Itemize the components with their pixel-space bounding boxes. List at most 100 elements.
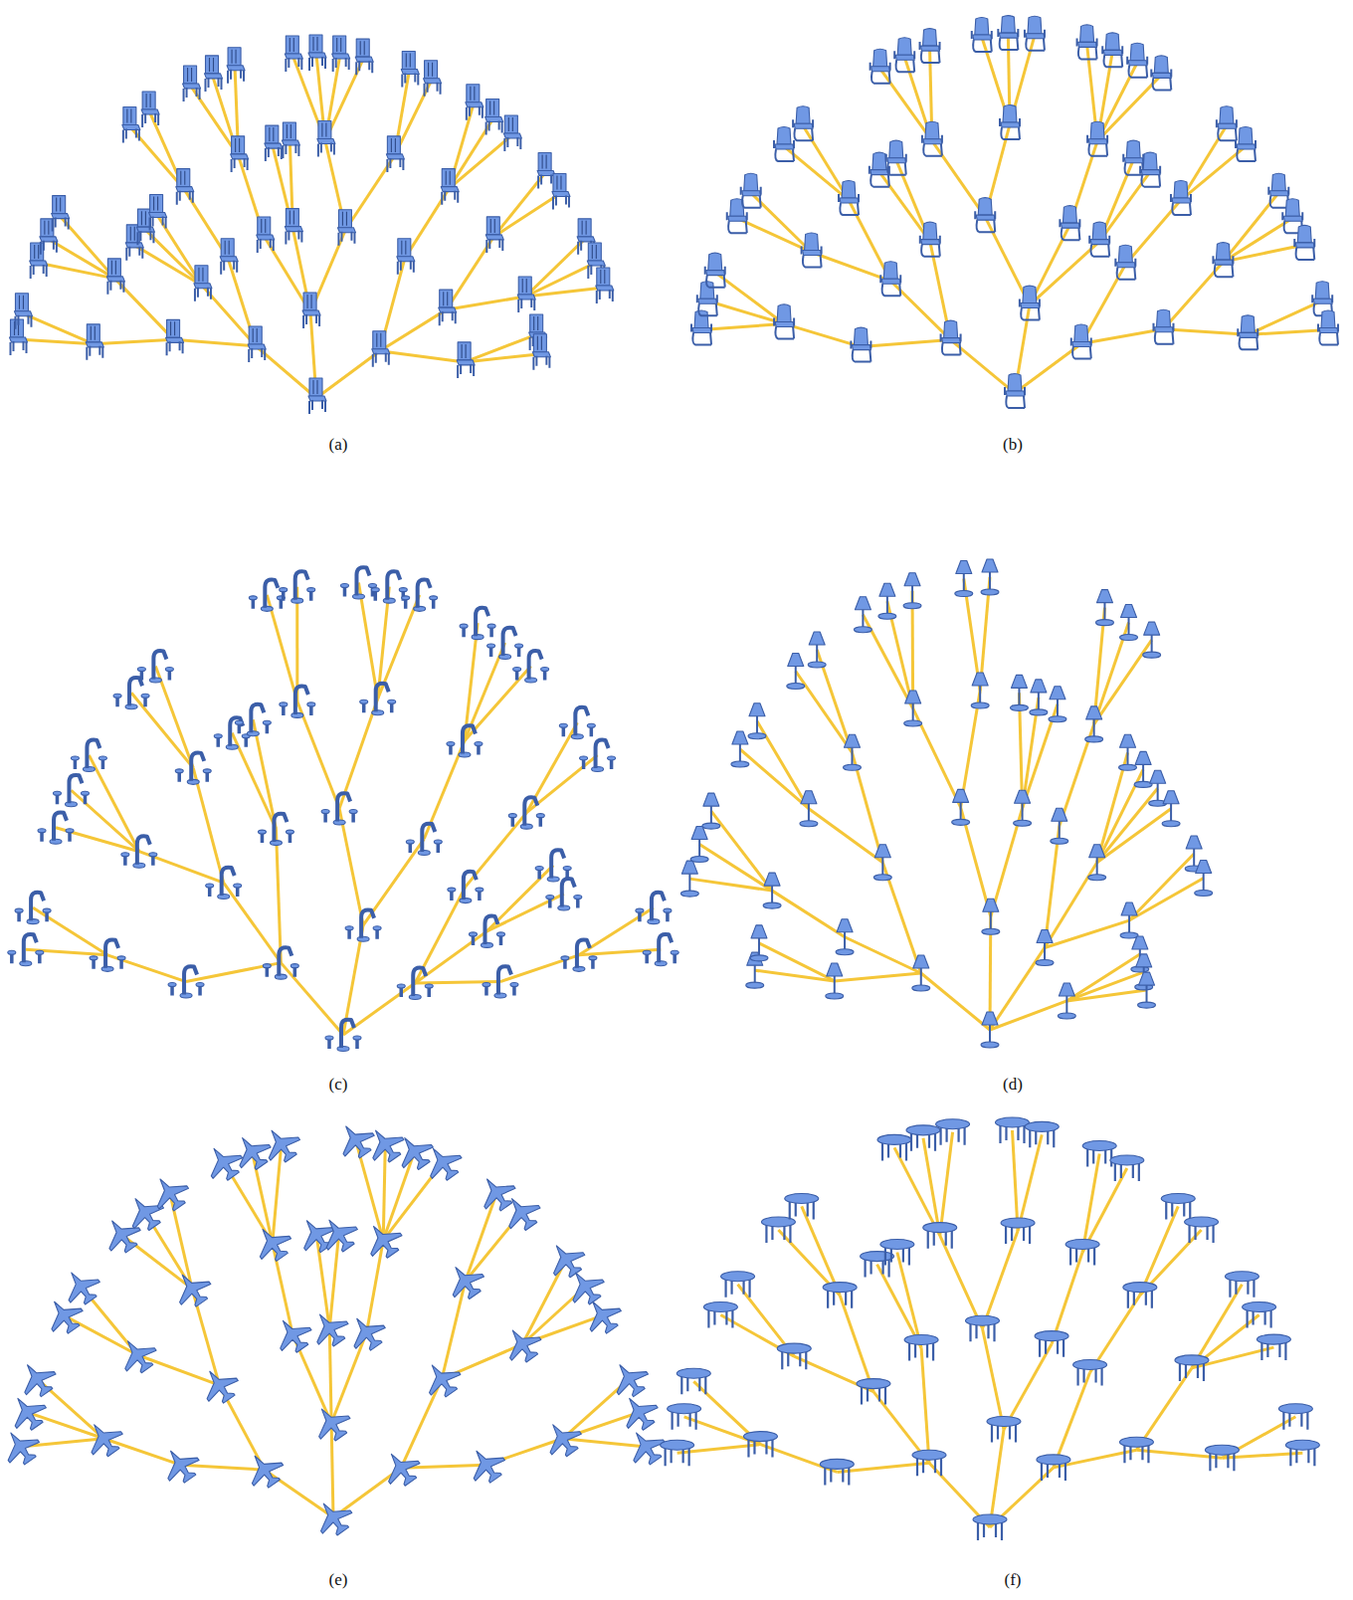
shape-icon (193, 265, 212, 302)
tree-branch (834, 972, 922, 981)
shape-icon (256, 216, 275, 253)
shape-icon (482, 966, 519, 998)
shape-icon (340, 567, 377, 599)
shape-icon (972, 1514, 1007, 1541)
shape-icon (508, 796, 545, 829)
shape-icon (532, 334, 551, 371)
shape-icon (880, 261, 901, 297)
shape-icon (1110, 1155, 1145, 1181)
shape-icon (176, 169, 194, 205)
tree-branch (63, 1315, 138, 1355)
shape-icon (1115, 244, 1136, 280)
shape-icon (513, 650, 550, 683)
tree-branches (16, 54, 603, 398)
shape-icon (856, 1378, 891, 1405)
tree-branch (448, 135, 512, 190)
shape-icon (1048, 686, 1067, 723)
shape-icon (418, 1138, 468, 1187)
shape-icon (264, 125, 283, 162)
tree-branch (107, 955, 187, 982)
tree-branch (1180, 146, 1246, 200)
shape-icon (417, 1354, 467, 1404)
tree-branch (464, 354, 541, 363)
shape-icon (122, 107, 141, 144)
shape-icon (1256, 1334, 1291, 1360)
shape-icon (1009, 674, 1028, 711)
shape-icon (986, 1416, 1021, 1443)
shape-icon (438, 289, 457, 326)
shape-icon (860, 1251, 895, 1278)
shape-icon (1035, 929, 1054, 966)
shape-icons (0, 15, 1339, 1543)
tree-branch (740, 749, 809, 809)
tree-branch (880, 68, 933, 142)
shape-icon (702, 792, 721, 829)
tree-branch (383, 1152, 414, 1241)
shape-icon (168, 966, 204, 998)
shape-icon (51, 195, 70, 232)
tree-branch (795, 671, 853, 754)
shape-icon (440, 1256, 490, 1306)
tree-branch (839, 1295, 874, 1392)
shape-icon (1095, 589, 1114, 626)
shape-icon (1143, 621, 1161, 658)
shape-icon (877, 1134, 912, 1160)
shape-icon (1285, 1439, 1320, 1466)
tree-branch (897, 1251, 922, 1348)
shape-icon (307, 1398, 357, 1448)
shape-icon (936, 1119, 970, 1146)
shape-icon (360, 683, 396, 716)
shape-icon (85, 324, 104, 361)
shape-icon (799, 790, 818, 827)
tree-branch (231, 733, 276, 829)
tree-branch (715, 272, 784, 325)
shape-icon (559, 707, 595, 740)
tree-branch (280, 963, 344, 1035)
tree-branch (982, 1328, 1004, 1429)
shape-icon (835, 919, 854, 956)
shape-icon (604, 1353, 654, 1403)
shape-icon (175, 752, 211, 784)
tree-branches (701, 34, 1329, 393)
shape-icon (920, 28, 941, 64)
tree-branch (500, 955, 580, 982)
tree-branch (1247, 329, 1329, 335)
tree-branches (689, 577, 1203, 1030)
tree-branch (808, 808, 883, 863)
shape-icon (485, 99, 504, 136)
shape-icon (1138, 971, 1157, 1008)
shape-icon (472, 1168, 522, 1218)
tree-branch (493, 193, 561, 236)
tree-branch (525, 287, 604, 297)
tree-branch (707, 300, 784, 324)
shape-icon (256, 1120, 306, 1169)
shape-icon (873, 844, 892, 881)
shape-icon (317, 120, 336, 157)
shape-icon (1278, 1403, 1313, 1430)
shape-icon (906, 1125, 941, 1152)
shape-icon (113, 677, 150, 710)
shape-icon (801, 232, 822, 268)
shape-icon (552, 173, 571, 209)
shape-icon (974, 197, 995, 233)
tree-branch (329, 1233, 339, 1329)
shape-icon (1073, 1358, 1108, 1385)
shape-group (691, 15, 1339, 408)
tree-branch (982, 1230, 1019, 1329)
shape-icon (1235, 127, 1256, 163)
tree-branch (932, 141, 985, 217)
shape-icon (377, 1443, 426, 1493)
tree-branch (193, 768, 223, 883)
shape-icon (1216, 106, 1237, 141)
shape-icon (912, 955, 931, 991)
shape-icon (1174, 1354, 1209, 1381)
shape-icon (345, 909, 382, 942)
panel-caption: (b) (1000, 434, 1025, 455)
shape-icon (642, 934, 679, 967)
tree-branch (1014, 343, 1082, 393)
shape-icon (842, 734, 861, 771)
shape-icon (721, 1271, 756, 1298)
shape-icon (497, 1187, 547, 1237)
tree-branch (737, 217, 812, 252)
shape-icon (389, 1127, 439, 1176)
